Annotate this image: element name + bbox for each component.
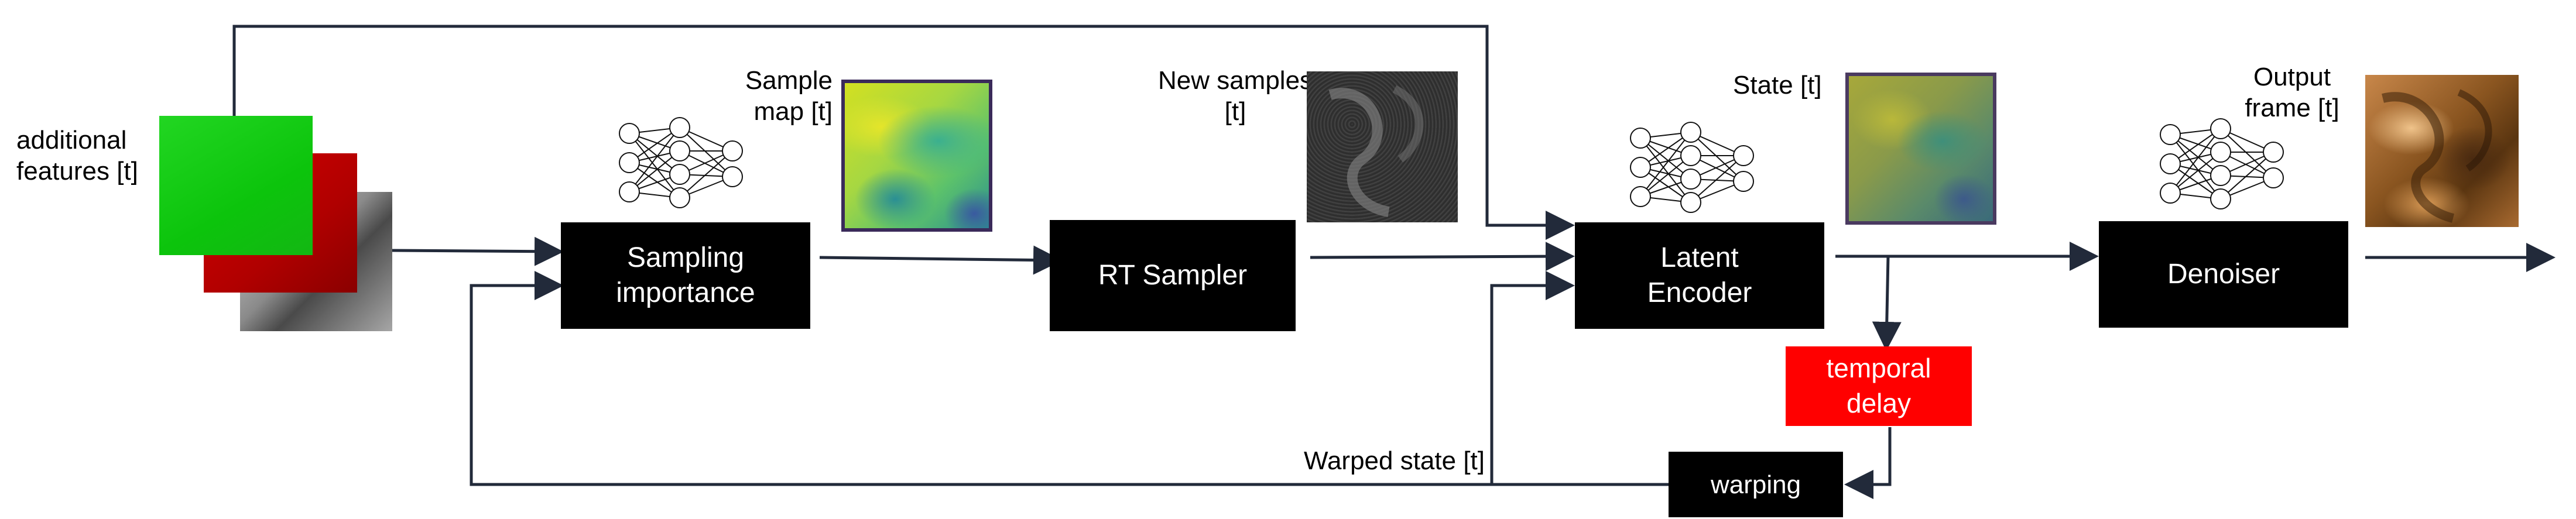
latent-encoder-block: Latent Encoder — [1575, 222, 1824, 329]
sample-map-label: Sample map [t] — [745, 66, 833, 126]
state-image — [1845, 73, 1996, 225]
nn-edges — [629, 127, 733, 198]
feature-green-layer — [159, 116, 313, 255]
rt-to-encoder-arrow — [1310, 242, 1575, 271]
sampling-to-rt-arrow — [819, 245, 1063, 275]
features-label: additional features [t] — [16, 126, 138, 185]
sampling-importance-block: Sampling importance — [561, 222, 810, 329]
output-frame-label: Output frame [t] — [2245, 63, 2339, 122]
features-to-sampling-arrow — [392, 236, 564, 266]
neural-network-icon — [1630, 122, 1754, 213]
encoder-to-delay-arrow — [1872, 256, 1902, 351]
output-frame-image — [2365, 75, 2519, 227]
warped-state-label: Warped state [t] — [1304, 446, 1485, 475]
warped-to-encoder-arrow — [1490, 271, 1575, 484]
neural-network-icon — [619, 117, 743, 208]
warped-to-sampling-arrow — [470, 271, 1669, 486]
temporal-delay-block: temporal delay — [1786, 346, 1972, 426]
new-samples-image — [1307, 71, 1458, 222]
rt-sampler-block: RT Sampler — [1050, 220, 1296, 331]
neural-network-icon — [2160, 118, 2284, 209]
sample-map-image — [841, 80, 992, 232]
denoiser-block: Denoiser — [2099, 221, 2348, 328]
new-samples-label: New samples [t] — [1157, 66, 1313, 126]
features-bypass-arrow — [232, 25, 1575, 240]
warping-block: warping — [1669, 452, 1843, 517]
state-label: State [t] — [1733, 71, 1822, 99]
delay-to-warping-arrow — [1844, 427, 1892, 499]
